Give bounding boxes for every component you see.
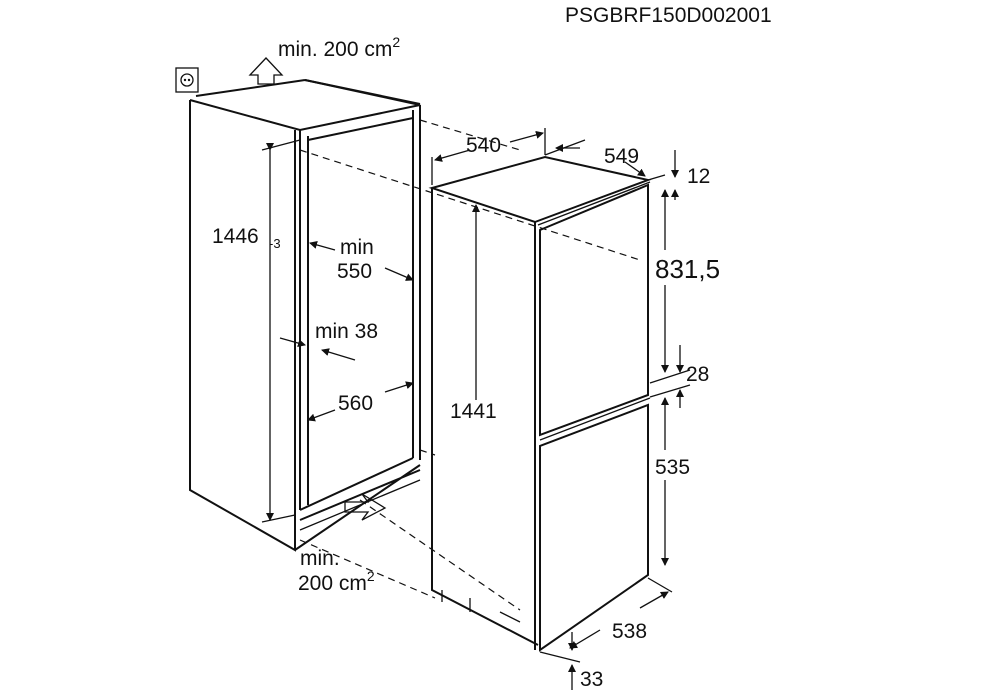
bottom-vent-line1: min. bbox=[300, 547, 340, 570]
min-depth-value: 550 bbox=[337, 260, 372, 283]
appliance-height: 1441 bbox=[450, 400, 497, 423]
top-gap: 12 bbox=[687, 165, 710, 188]
lower-door-height: 535 bbox=[655, 456, 690, 479]
min-depth-label: min bbox=[340, 236, 374, 259]
fridge-appliance bbox=[428, 155, 652, 652]
upper-door-height: 831,5 bbox=[655, 254, 720, 284]
min-gap-label: min 38 bbox=[315, 320, 378, 343]
upper-door bbox=[539, 183, 649, 437]
niche-cabinet bbox=[189, 79, 421, 552]
bottom-gap: 33 bbox=[580, 668, 603, 691]
power-socket-icon bbox=[175, 67, 199, 93]
appliance-depth: 549 bbox=[604, 145, 639, 168]
lower-door bbox=[539, 403, 649, 652]
niche-width: 560 bbox=[338, 392, 373, 415]
appliance-width: 540 bbox=[466, 134, 501, 157]
niche-height-tolerance: -3 bbox=[269, 236, 281, 251]
bottom-vent-label: 200 cm2 bbox=[298, 568, 375, 595]
niche-height: 1446 bbox=[212, 225, 259, 248]
door-gap: 28 bbox=[686, 363, 709, 386]
diagram-code: PSGBRF150D002001 bbox=[565, 4, 772, 27]
air-outlet-arrow-icon bbox=[248, 57, 284, 85]
door-depth: 538 bbox=[612, 620, 647, 643]
air-inlet-arrow-icon bbox=[344, 493, 387, 521]
top-vent-label: min. 200 cm2 bbox=[278, 34, 400, 61]
